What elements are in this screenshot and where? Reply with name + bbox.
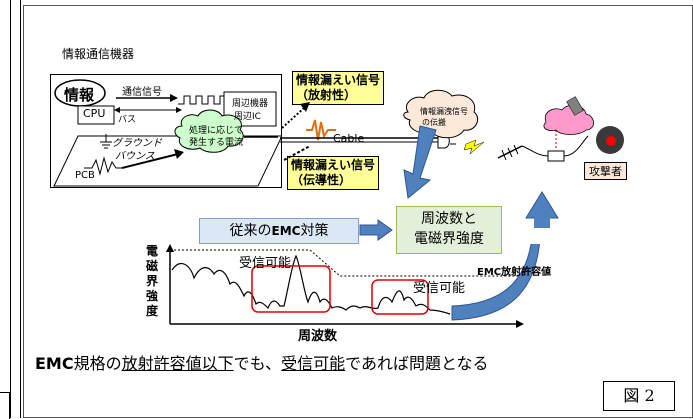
up-arrow-head — [525, 191, 559, 228]
traditional-emc-emc: EMC — [271, 224, 301, 238]
x-axis-label: 周波数 — [298, 329, 338, 344]
attacker-target-icon — [606, 136, 616, 146]
leak-radiated-line1: 情報漏えい信号 — [296, 73, 381, 87]
info-label: 情報 — [64, 86, 95, 104]
bus-label: バス — [118, 115, 137, 125]
propagation-label-2: の伝搬 — [422, 118, 446, 127]
emc-arrow — [359, 219, 393, 241]
caption-part2: でも、 — [233, 354, 282, 373]
leak-conducted-line2: （伝導性） — [291, 173, 352, 187]
caption-part1: 規格の — [73, 354, 122, 373]
freq-box-line1: 周波数と — [421, 211, 477, 227]
current-label-1: 処理に応じて — [189, 126, 244, 136]
peripheral-label-2: 周辺IC — [234, 112, 261, 122]
peripheral-label-1: 周辺機器 — [232, 99, 269, 109]
leak-radiated-line2: （放射性） — [296, 88, 357, 102]
spectrum-chart — [166, 244, 540, 328]
traditional-emc-post: 対策 — [300, 223, 329, 239]
left-stub-box — [0, 392, 10, 419]
leak-conducted-box: 情報漏えい信号 （伝導性） — [287, 156, 380, 190]
emc-limit-label: EMC放射許容値 — [477, 267, 552, 278]
ground-label-1: グラウンド — [112, 138, 162, 149]
traditional-emc-box: 従来のEMC対策 — [199, 218, 359, 244]
caption-underline1: 放射許容値以下 — [121, 354, 234, 373]
leak-conducted-line1: 情報漏えい信号 — [291, 158, 376, 172]
caption-part3: であれば問題となる — [345, 354, 489, 373]
propagation-label-1: 情報漏洩信号 — [420, 107, 468, 116]
receivable-label-1: 受信可能 — [239, 256, 292, 271]
caption: EMC規格の放射許容値以下でも、受信可能であれば問題となる — [35, 350, 489, 374]
pcb-label: PCB — [75, 170, 95, 181]
signal-label: 通信信号 — [122, 87, 162, 98]
freq-box-line2: 電磁界強度 — [414, 231, 484, 247]
left-border-line — [10, 0, 11, 418]
figure-label: 図 2 — [603, 381, 675, 411]
freq-box: 周波数と 電磁界強度 — [396, 206, 502, 254]
current-label-2: 発生する電流 — [189, 138, 244, 148]
traditional-emc-pre: 従来の — [229, 223, 272, 239]
attacker-label: 攻撃者 — [584, 162, 627, 180]
caption-underline2: 受信可能 — [281, 354, 346, 373]
leak-radiated-box: 情報漏えい信号 （放射性） — [292, 71, 385, 105]
y-axis-label: 電磁界強度 — [146, 244, 159, 318]
cable-label: Cable — [333, 132, 365, 145]
device-diagram — [53, 79, 282, 187]
ground-label-2: バウンス — [115, 151, 155, 162]
device-label: 情報通信機器 — [62, 47, 135, 61]
left-border-line-2 — [20, 0, 21, 418]
receivable-label-2: 受信可能 — [413, 281, 466, 296]
cpu-label: CPU — [83, 107, 106, 120]
caption-emc: EMC — [35, 354, 74, 373]
cable-diagram — [280, 89, 594, 199]
